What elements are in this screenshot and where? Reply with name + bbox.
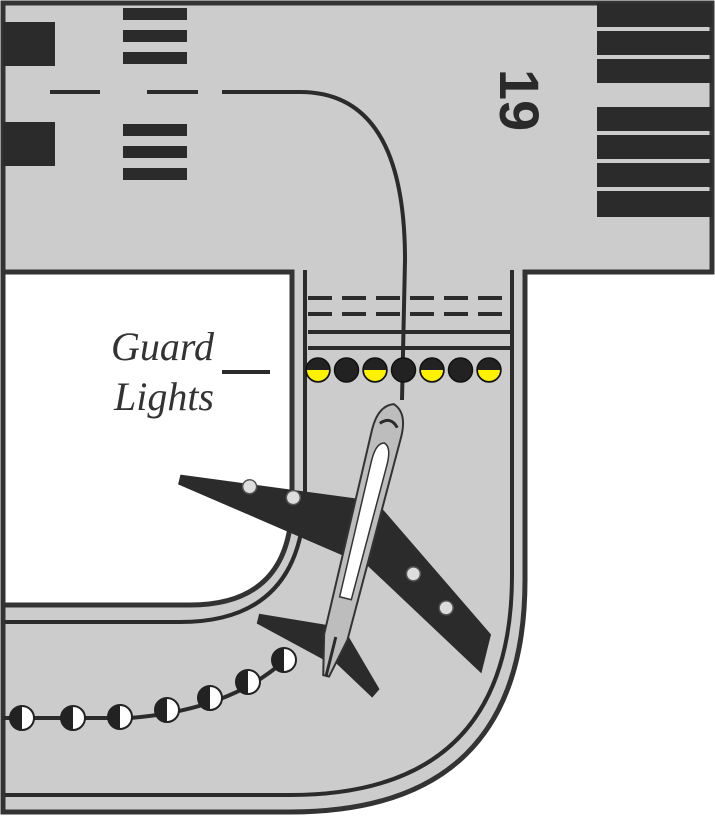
holding-position-marking (308, 296, 510, 350)
guard-light-icon (476, 357, 502, 383)
taxiway-centerline-light-icon (154, 697, 180, 723)
guard-lights-row (305, 357, 502, 383)
guard-light-icon (333, 357, 360, 383)
centerline-light-dark-half (108, 705, 120, 729)
runway-markings-right (597, 3, 712, 217)
threshold-stripe (597, 3, 712, 27)
guard-lights-label-line1: Guard (111, 324, 215, 369)
airplane-left-stabilizer (256, 613, 333, 660)
guard-light-icon (362, 357, 388, 383)
centerline-light-dark-half (272, 648, 284, 672)
threshold-stripe (597, 191, 712, 217)
guard-light-body (333, 357, 360, 383)
touchdown-stripe (123, 146, 187, 158)
runway-pavement (3, 3, 712, 272)
threshold-stripe (597, 59, 712, 83)
guard-light-lit-half (364, 370, 386, 381)
guard-light-icon (419, 357, 445, 383)
touchdown-stripe (123, 8, 187, 20)
threshold-stripe (597, 107, 712, 131)
touchdown-stripe (123, 168, 187, 180)
guard-light-lit-half (478, 370, 500, 381)
centerline-light-dark-half (155, 698, 167, 722)
taxiway-centerline-light-icon (107, 704, 133, 730)
taxiway-centerline (222, 90, 408, 401)
touchdown-stripe (123, 124, 187, 136)
taxiway-centerline-light-icon (271, 647, 297, 673)
guard-light-body (447, 357, 474, 383)
touchdown-stripe (123, 30, 187, 42)
centerline-light-dark-half (198, 686, 210, 710)
airplane-cabin-stripe (338, 442, 390, 601)
centerline-light-dark-half (61, 706, 73, 730)
guard-light-lit-half (421, 370, 443, 381)
threshold-bar (3, 22, 55, 66)
airplane-wing-light (405, 566, 422, 582)
guard-light-icon (390, 357, 417, 383)
threshold-stripe (597, 31, 712, 55)
threshold-stripe (597, 135, 712, 159)
airplane-left-wing (178, 474, 362, 558)
taxiway-centerline-lights (9, 647, 297, 731)
threshold-bar (3, 122, 55, 166)
airplane-cockpit (378, 418, 399, 429)
airplane-tail-fin (324, 636, 338, 677)
runway-markings-left (3, 8, 187, 180)
taxiway-centerline-light-icon (60, 705, 86, 731)
taxiway-centerline-light-icon (235, 669, 261, 695)
airplane-wing-light (241, 478, 258, 495)
centerline-light-dark-half (10, 706, 22, 730)
guard-light-icon (447, 357, 474, 383)
guard-lights-label-line2: Lights (113, 374, 214, 419)
touchdown-stripe (123, 52, 187, 64)
taxiway-centerline-light-icon (197, 685, 223, 711)
guard-light-icon (305, 357, 331, 383)
airplane-right-stabilizer (335, 628, 380, 698)
threshold-stripe (597, 163, 712, 187)
taxiway-centerline-light-icon (9, 705, 35, 731)
runway-designation-number: 19 (488, 69, 551, 131)
centerline-light-dark-half (236, 670, 248, 694)
airplane-right-wing (362, 503, 492, 674)
airplane-wing-light (285, 489, 302, 506)
airplane-icon (178, 403, 492, 698)
guard-light-body (390, 357, 417, 383)
airplane-wing-light (438, 600, 454, 616)
taxiway-outer-edge-line (3, 270, 514, 797)
guard-light-lit-half (307, 370, 329, 381)
